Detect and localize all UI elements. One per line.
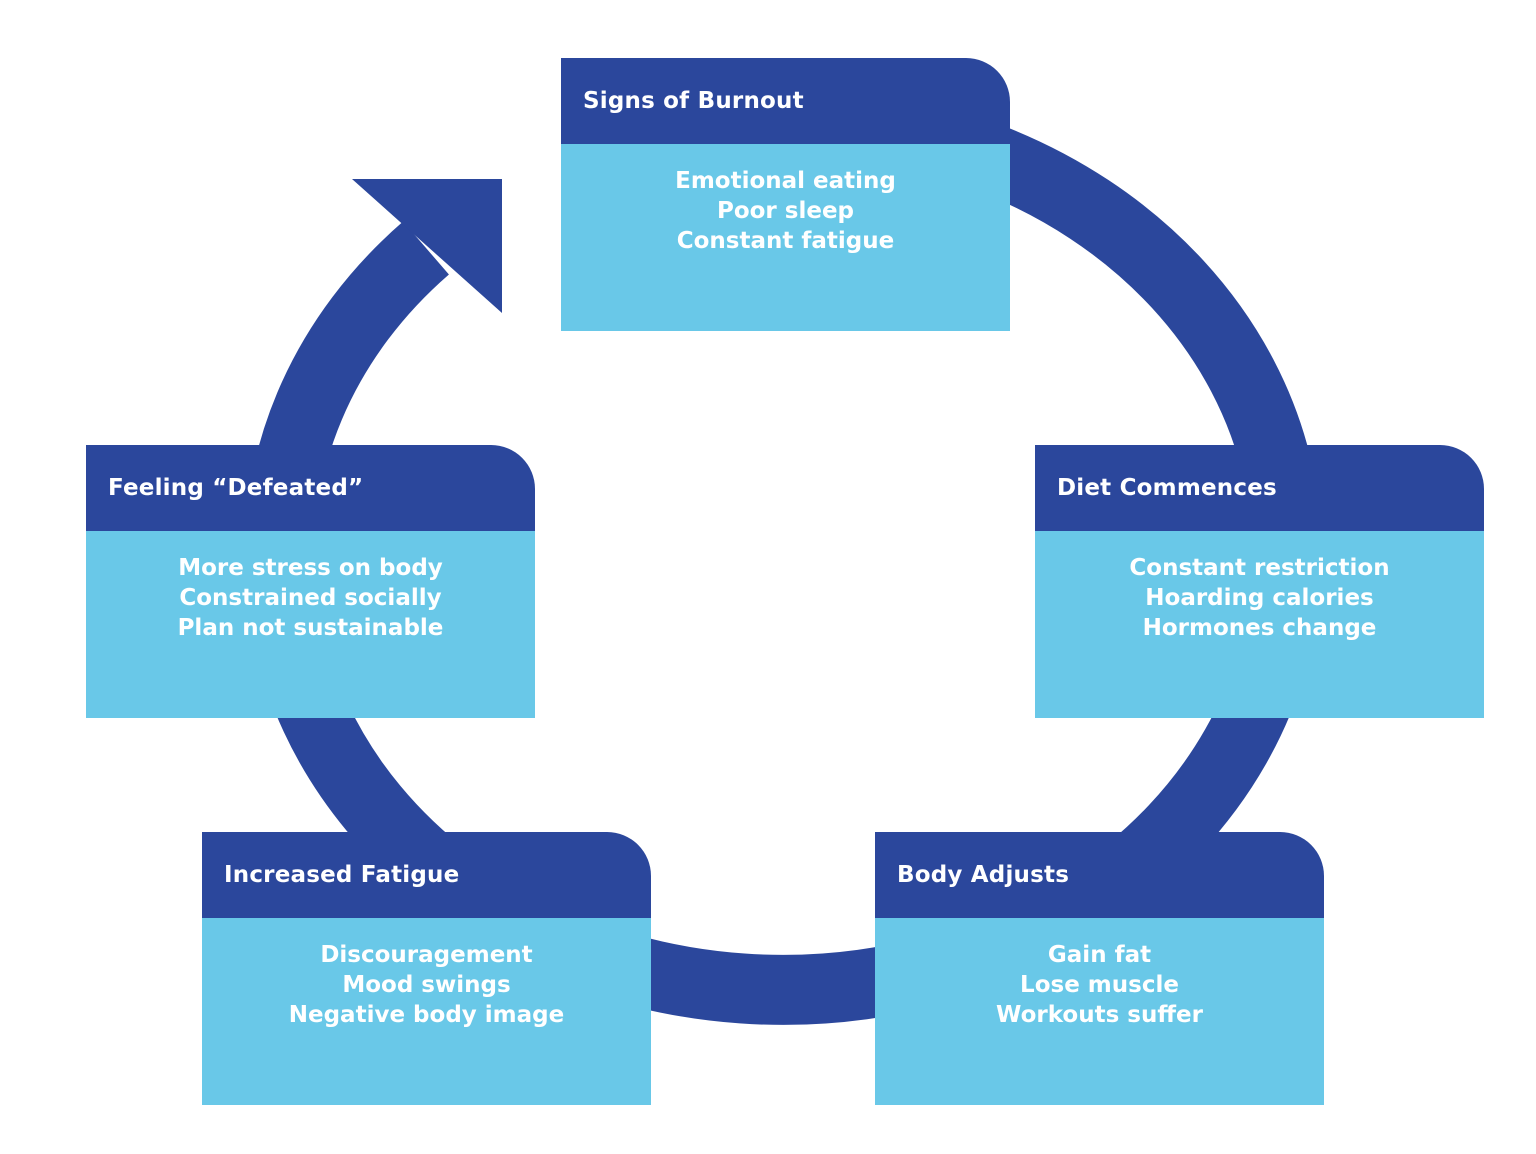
stage-items: Discouragement Mood swings Negative body… xyxy=(202,918,651,1105)
stage-signs-of-burnout: Signs of Burnout Emotional eating Poor s… xyxy=(561,58,1010,331)
stage-items: Gain fat Lose muscle Workouts suffer xyxy=(875,918,1324,1105)
stage-item: Poor sleep xyxy=(716,198,855,224)
stage-item: Hormones change xyxy=(1142,615,1377,641)
stage-feeling-defeated: Feeling “Defeated” More stress on body C… xyxy=(86,445,535,718)
stage-item: Hoarding calories xyxy=(1145,585,1374,611)
stage-items: Emotional eating Poor sleep Constant fat… xyxy=(561,144,1010,331)
cycle-arrow-head xyxy=(352,179,502,313)
stage-body-adjusts: Body Adjusts Gain fat Lose muscle Workou… xyxy=(875,832,1324,1105)
stage-title: Feeling “Defeated” xyxy=(86,445,535,531)
stage-item: Discouragement xyxy=(320,942,533,968)
stage-item: Mood swings xyxy=(342,972,511,998)
stage-item: Plan not sustainable xyxy=(177,615,444,641)
stage-item: Gain fat xyxy=(1047,942,1152,968)
stage-item: More stress on body xyxy=(178,555,443,581)
stage-title: Diet Commences xyxy=(1035,445,1484,531)
stage-item: Workouts suffer xyxy=(996,1002,1203,1028)
stage-items: Constant restriction Hoarding calories H… xyxy=(1035,531,1484,718)
stage-item: Emotional eating xyxy=(675,168,896,194)
stage-items: More stress on body Constrained socially… xyxy=(86,531,535,718)
stage-increased-fatigue: Increased Fatigue Discouragement Mood sw… xyxy=(202,832,651,1105)
stage-title: Signs of Burnout xyxy=(561,58,1010,144)
stage-item: Constant fatigue xyxy=(676,228,895,254)
stage-diet-commences: Diet Commences Constant restriction Hoar… xyxy=(1035,445,1484,718)
stage-title: Increased Fatigue xyxy=(202,832,651,918)
stage-title: Body Adjusts xyxy=(875,832,1324,918)
stage-item: Lose muscle xyxy=(1020,972,1179,998)
stage-item: Negative body image xyxy=(288,1002,565,1028)
stage-item: Constant restriction xyxy=(1129,555,1390,581)
stage-item: Constrained socially xyxy=(179,585,442,611)
